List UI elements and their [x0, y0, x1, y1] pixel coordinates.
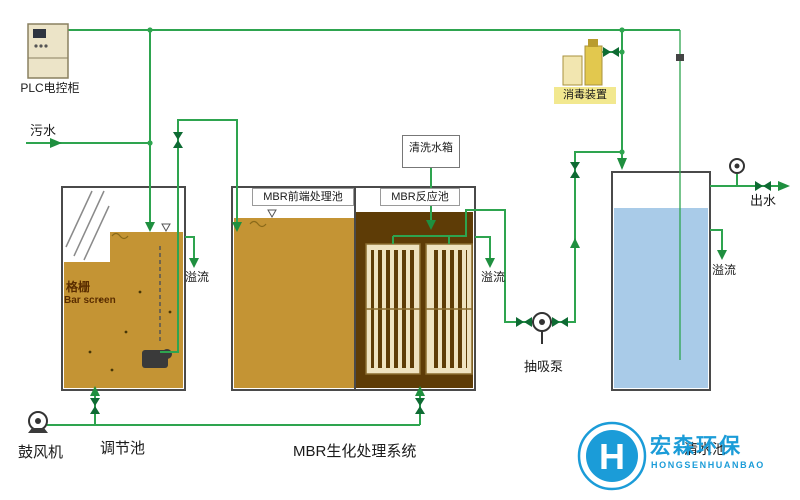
bar-screen-label-en: Bar screen	[64, 295, 116, 306]
flow-arrows	[50, 138, 790, 396]
regulating-tank-label: 调节池	[100, 440, 146, 457]
valve-icons	[90, 47, 771, 414]
blower-icon	[28, 411, 48, 433]
mbr-reaction-tank-label: MBR反应池	[380, 188, 460, 206]
level-sensor-fitting	[676, 54, 684, 61]
suction-pump-label: 抽吸泵	[524, 359, 564, 374]
overflow-label-mbr: 溢流	[481, 270, 506, 284]
regulating-tank	[61, 186, 186, 391]
valve-icon	[552, 317, 568, 327]
valve-icon	[603, 47, 619, 57]
suction-pump-icon	[532, 312, 552, 344]
pipes	[26, 27, 786, 426]
outlet-label: 出水	[750, 193, 777, 208]
bar-screen-label-cn: 格栅	[66, 280, 91, 294]
valve-icon	[570, 162, 580, 178]
blower-label: 鼓风机	[18, 444, 64, 461]
membrane-module-icon	[425, 243, 473, 375]
disinfection-device-icon	[562, 39, 603, 86]
bar-screen-panel	[64, 189, 110, 262]
mbr-front-tank-label: MBR前端处理池	[252, 188, 354, 206]
valve-icon	[173, 132, 183, 148]
plc-cabinet-label: PLC电控柜	[20, 81, 80, 95]
clean-water-tank-label: 清水池	[684, 441, 726, 457]
logo-name-cn: 宏森环保	[650, 435, 742, 458]
overflow-label-clean: 溢流	[712, 263, 737, 277]
logo-mark: H	[577, 421, 647, 491]
cleaning-water-tank: 清洗水箱	[402, 135, 460, 168]
membrane-module-icon	[365, 243, 421, 375]
outlet-pump-icon	[729, 158, 745, 186]
valve-icon	[516, 317, 532, 327]
sewage-inlet-label: 污水	[30, 123, 57, 138]
logo-monogram: H	[599, 436, 625, 477]
logo-name-en: HONGSENHUANBAO	[651, 460, 765, 470]
valve-icon	[415, 398, 425, 414]
valve-icon	[755, 181, 771, 191]
mbr-tank	[231, 186, 476, 391]
overflow-label-regulating: 溢流	[185, 270, 210, 284]
clean-water-tank	[611, 171, 711, 391]
disinfection-device-label: 消毒装置	[554, 87, 616, 104]
valve-icon	[90, 398, 100, 414]
plc-cabinet-icon	[27, 23, 69, 79]
mbr-system-label: MBR生化处理系统	[293, 443, 417, 460]
